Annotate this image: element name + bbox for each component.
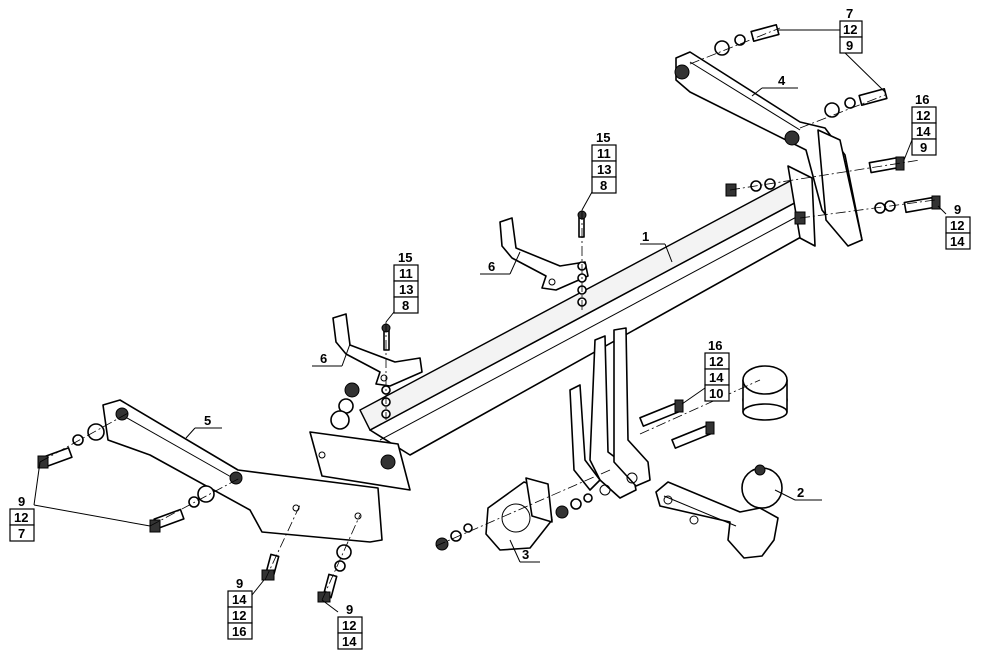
stack-9-item-3: 14 <box>342 634 357 649</box>
tow-ball-arm <box>655 464 783 559</box>
stack-6-item-1: 16 <box>708 338 722 353</box>
centerlines <box>39 27 936 601</box>
stack-6-item-4: 10 <box>709 386 723 401</box>
stack-7-item-3: 7 <box>18 526 25 541</box>
part-label-4: 4 <box>778 73 786 88</box>
stack-5: 15 11 13 8 <box>393 250 419 314</box>
stack-5-item-1: 15 <box>398 250 412 265</box>
part-label-6-upper: 6 <box>488 259 495 274</box>
fasteners <box>37 24 941 603</box>
stack-8-item-1: 9 <box>236 576 243 591</box>
stack-8-item-2: 14 <box>232 592 247 607</box>
part-label-2: 2 <box>797 485 804 500</box>
stack-4-item-3: 13 <box>597 162 611 177</box>
right-mounting-plate <box>674 51 863 247</box>
stack-1-item-3: 9 <box>846 38 853 53</box>
stack-2-item-1: 16 <box>915 92 929 107</box>
stack-4-item-2: 11 <box>597 146 611 161</box>
stack-4-item-1: 15 <box>596 130 610 145</box>
stack-2-item-3: 14 <box>916 124 931 139</box>
stack-1-item-2: 12 <box>843 22 857 37</box>
stack-4-item-4: 8 <box>600 178 607 193</box>
stack-9: 9 12 14 <box>337 602 363 650</box>
stack-3: 9 12 14 <box>945 202 971 250</box>
stack-8: 9 14 12 16 <box>227 576 253 640</box>
part-leaders <box>185 87 822 563</box>
stack-2: 16 12 14 9 <box>911 92 937 156</box>
fastener-stacks: 7 12 9 16 12 14 9 9 12 14 15 <box>9 6 971 650</box>
stack-3-item-1: 9 <box>954 202 961 217</box>
part-label-5: 5 <box>204 413 211 428</box>
stack-7: 9 12 7 <box>9 494 35 542</box>
stack-1-item-1: 7 <box>846 6 853 21</box>
part-labels: 1 2 3 4 5 6 6 <box>204 73 804 562</box>
part-label-1: 1 <box>642 229 649 244</box>
stack-3-item-3: 14 <box>950 234 965 249</box>
stack-3-item-2: 12 <box>950 218 964 233</box>
left-mounting-plate <box>102 399 383 543</box>
stack-6: 16 12 14 10 <box>704 338 730 402</box>
stack-5-item-2: 11 <box>399 266 413 281</box>
stack-5-item-4: 8 <box>402 298 409 313</box>
bracket-upper <box>499 217 589 291</box>
stack-2-item-4: 9 <box>920 140 927 155</box>
socket-plate <box>485 477 553 551</box>
bracket-lower <box>332 313 423 387</box>
stack-2-item-2: 12 <box>916 108 930 123</box>
stack-4: 15 11 13 8 <box>591 130 617 194</box>
beam-end-plate <box>309 431 411 491</box>
tow-ball-cap <box>742 365 788 421</box>
stack-8-item-4: 16 <box>232 624 246 639</box>
stack-7-item-1: 9 <box>18 494 25 509</box>
hanger-arm <box>569 327 651 499</box>
stack-1: 7 12 9 <box>839 6 863 54</box>
stack-9-item-2: 12 <box>342 618 356 633</box>
stack-9-item-1: 9 <box>346 602 353 617</box>
stack-6-item-2: 12 <box>709 354 723 369</box>
part-label-3: 3 <box>522 547 529 562</box>
stack-8-item-3: 12 <box>232 608 246 623</box>
stack-6-item-3: 14 <box>709 370 724 385</box>
part-label-6-lower: 6 <box>320 351 327 366</box>
stack-7-item-2: 12 <box>14 510 28 525</box>
stack-5-item-3: 13 <box>399 282 413 297</box>
